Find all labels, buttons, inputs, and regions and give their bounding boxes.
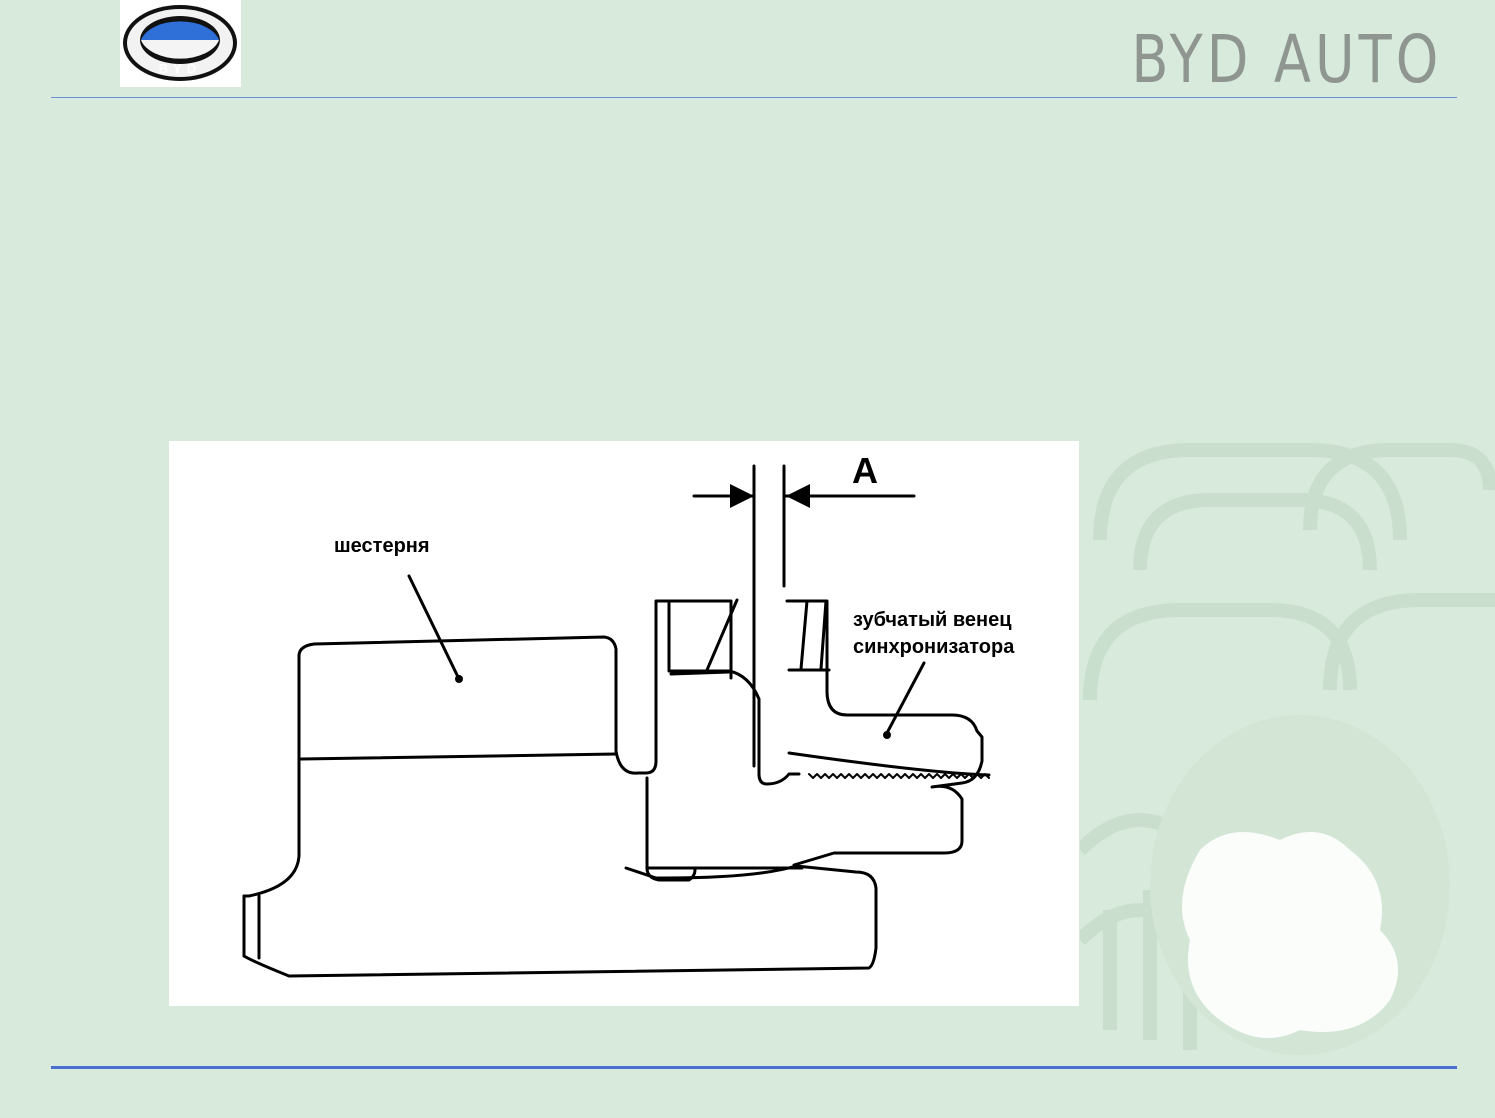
- leader-ring-dot: [883, 731, 891, 739]
- footer-divider: [51, 1066, 1457, 1069]
- feeler-gauge: [752, 464, 786, 768]
- spacer-outline: [645, 776, 697, 882]
- gear-outline: [297, 599, 733, 775]
- header-divider: [51, 97, 1457, 98]
- dimension-label: A: [852, 450, 878, 491]
- background-pattern: [1080, 443, 1495, 1055]
- label-gear: шестерня: [334, 535, 430, 557]
- byd-logo: BYD: [120, 0, 241, 87]
- gear-hub-outline: [242, 654, 878, 978]
- sync-ring-left: [667, 599, 801, 786]
- dragon-emblem: [1182, 832, 1398, 1038]
- diagram-panel: шестерня зубчатый венец синхронизатора A: [169, 441, 1079, 1006]
- leader-ring: [885, 661, 926, 735]
- brand-title: BYD AUTO: [1131, 21, 1443, 98]
- serrated-surface: [808, 773, 990, 779]
- logo-text: BYD: [159, 61, 201, 76]
- gear-tooth-line: [299, 752, 618, 761]
- label-ring-line1: зубчатый венец: [853, 609, 1012, 631]
- leader-gear: [407, 574, 461, 681]
- label-ring-line2: синхронизатора: [853, 636, 1015, 658]
- flange-outline: [242, 894, 261, 960]
- leader-gear-dot: [455, 675, 463, 683]
